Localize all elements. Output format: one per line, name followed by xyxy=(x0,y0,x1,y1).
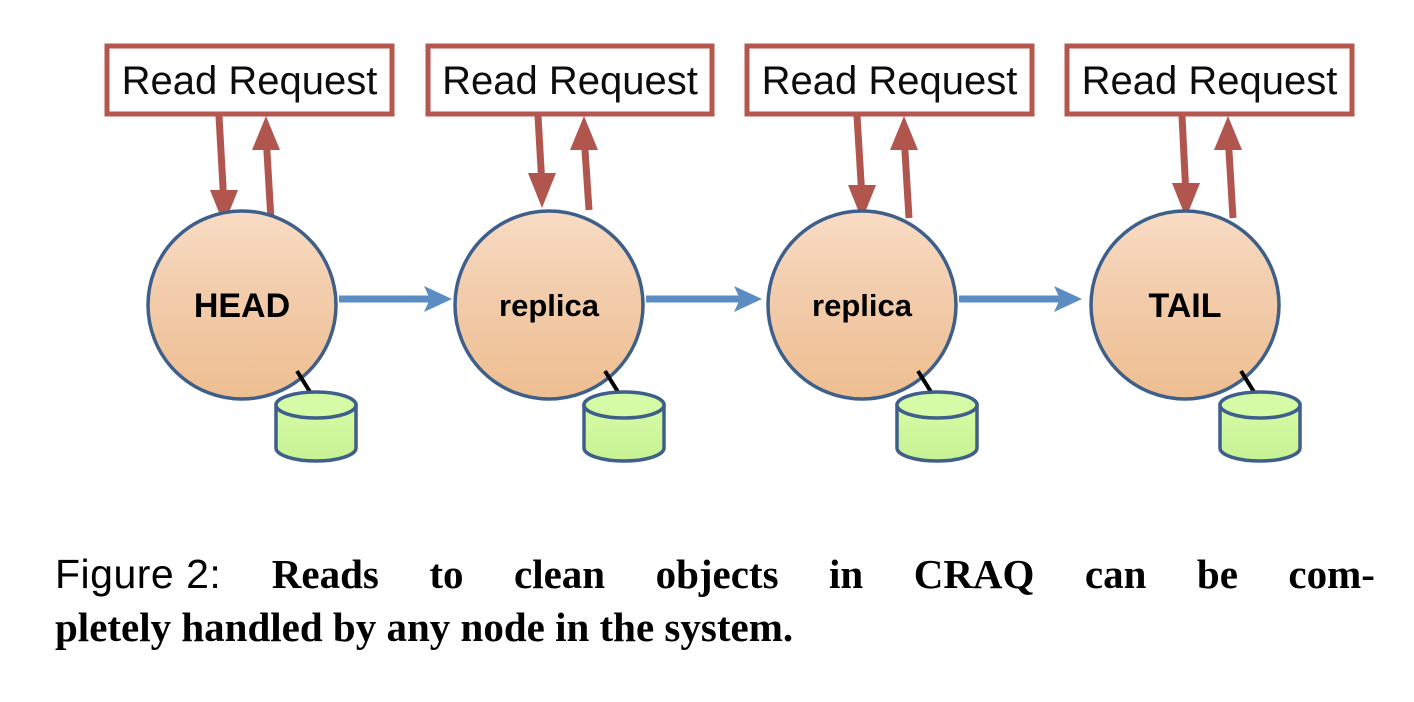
caption-figure-number: Figure 2: xyxy=(55,551,222,597)
read-request-box-2-rect xyxy=(425,43,715,117)
reply-out-arrow-4 xyxy=(1214,116,1242,219)
storage-cylinder-3 xyxy=(895,390,979,463)
chain-arrow-3 xyxy=(959,286,1082,312)
read-request-box-3[interactable]: Read Request xyxy=(744,43,1035,117)
node-tail-label: TAIL xyxy=(1148,287,1221,325)
caption-word: can xyxy=(1084,551,1147,597)
caption-line-2-text: pletely handled by any node in the syste… xyxy=(55,604,794,651)
chain-replication-diagram: Read Request HEAD xyxy=(104,43,1355,463)
chain-arrow-2 xyxy=(646,286,762,312)
caption-word: CRAQ xyxy=(913,551,1035,597)
node-replica-2-label: replica xyxy=(812,288,913,323)
caption-word: clean xyxy=(514,551,606,597)
reply-out-arrow-2 xyxy=(570,116,598,211)
read-request-box-1-rect xyxy=(104,43,395,117)
caption-word: to xyxy=(429,551,464,597)
chain-unit-head: Read Request HEAD xyxy=(104,43,395,463)
storage-cylinder-4 xyxy=(1218,390,1302,463)
node-replica-2-circle xyxy=(766,209,958,401)
request-in-arrow-1 xyxy=(210,115,238,225)
caption-line-1: Figure 2: Reads to clean objects in CRAQ… xyxy=(55,548,1375,601)
caption-word: in xyxy=(829,551,864,597)
node-replica-2[interactable]: replica xyxy=(766,209,958,401)
read-request-box-3-rect xyxy=(744,43,1035,117)
figure-caption: Figure 2: Reads to clean objects in CRAQ… xyxy=(55,548,1375,655)
storage-cylinder-1 xyxy=(274,390,358,463)
read-request-box-1[interactable]: Read Request xyxy=(104,43,395,117)
read-request-box-4-label: Read Request xyxy=(1082,59,1338,103)
read-request-box-4[interactable]: Read Request xyxy=(1064,43,1355,117)
storage-cylinder-2 xyxy=(582,390,666,463)
caption-word: com- xyxy=(1288,551,1375,597)
node-head-label: HEAD xyxy=(194,287,290,325)
caption-word: Reads xyxy=(271,551,379,597)
chain-unit-replica-1: Read Request replica xyxy=(425,43,715,463)
read-request-box-4-rect xyxy=(1064,43,1355,117)
node-tail[interactable]: TAIL xyxy=(1089,209,1281,401)
caption-line-2: pletely handled by any node in the syste… xyxy=(55,601,1375,654)
read-request-box-3-label: Read Request xyxy=(762,59,1018,103)
node-replica-1[interactable]: replica xyxy=(453,209,645,401)
caption-word: be xyxy=(1196,551,1238,597)
read-request-box-2-label: Read Request xyxy=(442,59,698,103)
node-head-circle xyxy=(146,209,338,401)
caption-word: objects xyxy=(655,551,779,597)
chain-unit-tail: Read Request TAIL xyxy=(1064,43,1355,463)
node-head[interactable]: HEAD xyxy=(146,209,338,401)
reply-out-arrow-1 xyxy=(252,116,280,221)
chain-arrow-1 xyxy=(339,286,452,312)
request-in-arrow-2 xyxy=(528,115,556,208)
request-in-arrow-3 xyxy=(848,115,876,220)
read-request-box-1-label: Read Request xyxy=(122,59,378,103)
node-tail-circle xyxy=(1089,209,1281,401)
read-request-box-2[interactable]: Read Request xyxy=(425,43,715,117)
chain-unit-replica-2: Read Request replica xyxy=(744,43,1035,463)
reply-out-arrow-3 xyxy=(890,116,918,219)
node-replica-1-circle xyxy=(453,209,645,401)
request-in-arrow-4 xyxy=(1172,115,1200,218)
node-replica-1-label: replica xyxy=(499,288,600,323)
